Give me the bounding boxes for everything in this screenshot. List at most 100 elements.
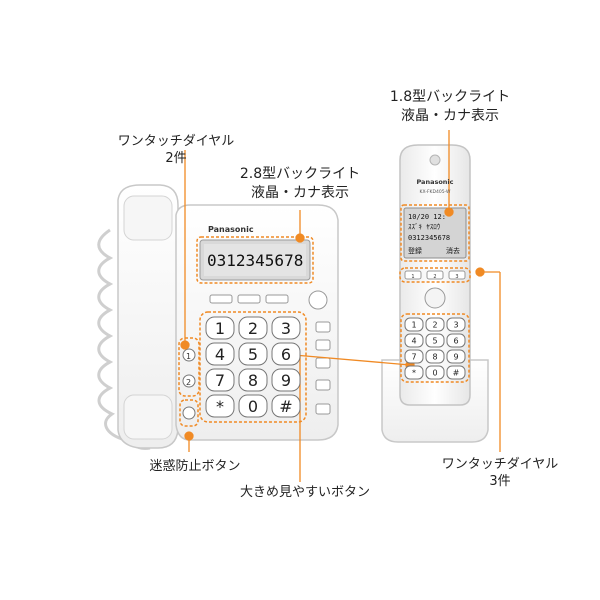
handset-key-shape[interactable] (425, 333, 445, 348)
callout-one-touch-handset-line1: ワンタッチダイヤル (441, 457, 559, 472)
handset-key-6[interactable]: 6 (446, 333, 466, 348)
callout-handset-display-line2: 液晶・カナ表示 (401, 108, 499, 124)
handset-key-shape[interactable] (404, 349, 424, 364)
base-key-1[interactable]: 1 (205, 316, 235, 340)
handset-key-shape[interactable] (446, 333, 466, 348)
handset-key-label: 3 (453, 320, 458, 329)
handset-key-hash[interactable]: # (446, 365, 466, 380)
base-key-label: 0 (248, 397, 258, 416)
base-key-shape[interactable] (205, 316, 235, 340)
handset-one-touch-1[interactable]: 1 (411, 274, 414, 280)
handset-one-touch-2[interactable]: 2 (433, 274, 436, 280)
base-receiver (117, 184, 179, 449)
handset-key-label: 2 (432, 320, 437, 329)
callout-handset-display-line1: 1.8型バックライト (389, 89, 511, 105)
base-key-5[interactable]: 5 (238, 342, 268, 366)
base-key-label: 7 (215, 371, 225, 390)
base-key-7[interactable]: 7 (205, 368, 235, 392)
callout-base-display-line2: 液晶・カナ表示 (251, 185, 349, 201)
handset-lcd-soft-right: 消去 (446, 246, 460, 255)
base-one-touch-2[interactable]: 2 (186, 378, 191, 387)
base-key-9[interactable]: 9 (271, 368, 301, 392)
callout-one-touch-handset: ワンタッチダイヤル 3件 (410, 456, 590, 490)
callout-one-touch-base-line2: 2件 (165, 151, 187, 166)
base-lcd-number: 0312345678 (207, 251, 303, 270)
base-key-4[interactable]: 4 (205, 342, 235, 366)
handset-lcd-line1: 10/20 12: (408, 213, 446, 221)
handset-key-shape[interactable] (425, 317, 445, 332)
handset-key-label: 4 (411, 336, 416, 345)
callout-base-display-line1: 2.8型バックライト (239, 166, 361, 182)
handset-key-label: 7 (411, 352, 416, 361)
handset-key-8[interactable]: 8 (425, 349, 445, 364)
base-key-0[interactable]: 0 (238, 394, 268, 418)
handset-key-shape[interactable] (404, 317, 424, 332)
callout-base-display: 2.8型バックライト 液晶・カナ表示 (215, 165, 385, 203)
base-key-2[interactable]: 2 (238, 316, 268, 340)
handset-key-1[interactable]: 1 (404, 317, 424, 332)
handset-lcd-line2: ｽｽﾞｷ ﾔｽﾛｳ (408, 223, 441, 231)
handset-key-3[interactable]: 3 (446, 317, 466, 332)
handset-lcd-line3: 0312345678 (408, 234, 450, 242)
handset-key-label: 6 (453, 336, 458, 345)
handset-key-0[interactable]: 0 (425, 365, 445, 380)
base-key-label: 3 (281, 319, 291, 338)
callout-one-touch-base: ワンタッチダイヤル 2件 (96, 133, 256, 167)
handset-key-shape[interactable] (425, 365, 445, 380)
handset-key-9[interactable]: 9 (446, 349, 466, 364)
handset-key-label: 0 (432, 368, 437, 377)
callout-big-buttons: 大きめ見やすいボタン (239, 485, 370, 500)
handset-key-4[interactable]: 4 (404, 333, 424, 348)
handset-key-5[interactable]: 5 (425, 333, 445, 348)
base-key-shape[interactable] (271, 368, 301, 392)
handset-key-shape[interactable] (446, 365, 466, 380)
base-key-shape[interactable] (271, 316, 301, 340)
base-key-label: 6 (281, 345, 291, 364)
base-key-8[interactable]: 8 (238, 368, 268, 392)
base-key-label: * (216, 397, 224, 416)
base-key-shape[interactable] (238, 368, 268, 392)
handset-key-7[interactable]: 7 (404, 349, 424, 364)
base-key-shape[interactable] (238, 394, 268, 418)
handset-key-star[interactable]: * (404, 365, 424, 380)
handset-key-label: 9 (453, 352, 458, 361)
handset-key-shape[interactable] (425, 349, 445, 364)
coiled-cord (97, 228, 151, 450)
base-key-shape[interactable] (238, 316, 268, 340)
base-key-hash[interactable]: # (271, 394, 301, 418)
base-key-shape[interactable] (205, 342, 235, 366)
base-key-star[interactable]: * (205, 394, 235, 418)
callout-handset-display: 1.8型バックライト 液晶・カナ表示 (365, 88, 535, 126)
handset-key-label: # (453, 368, 460, 377)
base-key-label: 5 (248, 345, 258, 364)
handset-model: KX-FKD405-W (420, 189, 451, 195)
handset-one-touch-3[interactable]: 3 (455, 274, 458, 280)
handset-key-label: * (412, 368, 416, 377)
base-key-label: 1 (215, 319, 225, 338)
base-one-touch-1[interactable]: 1 (186, 352, 191, 361)
callout-one-touch-base-line1: ワンタッチダイヤル (117, 134, 235, 149)
base-key-label: 2 (248, 319, 258, 338)
callout-nuisance-block: 迷惑防止ボタン (149, 459, 241, 474)
base-key-3[interactable]: 3 (271, 316, 301, 340)
handset-key-label: 5 (432, 336, 437, 345)
handset-key-shape[interactable] (446, 317, 466, 332)
base-key-shape[interactable] (271, 342, 301, 366)
handset-key-shape[interactable] (446, 349, 466, 364)
base-key-shape[interactable] (238, 342, 268, 366)
handset-key-2[interactable]: 2 (425, 317, 445, 332)
base-key-label: 8 (248, 371, 258, 390)
handset-key-shape[interactable] (404, 333, 424, 348)
handset-key-label: 1 (411, 320, 416, 329)
base-brand: Panasonic (208, 225, 254, 234)
handset-brand: Panasonic (416, 178, 453, 186)
base-key-shape[interactable] (205, 368, 235, 392)
base-key-shape[interactable] (205, 394, 235, 418)
handset-key-shape[interactable] (404, 365, 424, 380)
base-key-shape[interactable] (271, 394, 301, 418)
base-key-6[interactable]: 6 (271, 342, 301, 366)
